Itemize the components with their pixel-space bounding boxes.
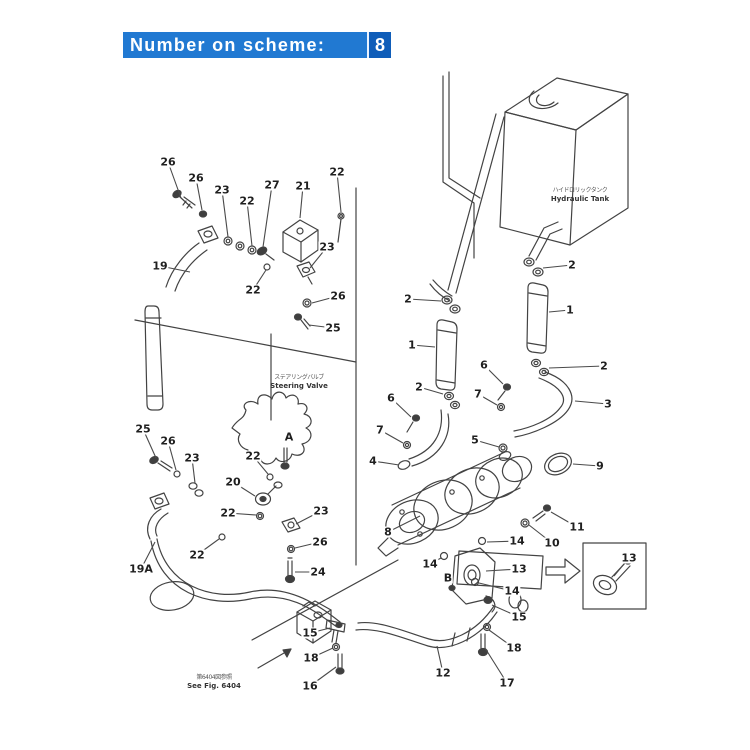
callout-22: 22 <box>219 506 237 520</box>
callout-16: 16 <box>301 679 319 693</box>
scheme-number-badge: 8 <box>367 32 391 58</box>
callout-13: 13 <box>620 551 638 565</box>
callout-26: 26 <box>329 289 347 303</box>
steering-valve-label-en: Steering Valve <box>270 381 328 390</box>
callout-15: 15 <box>301 626 319 640</box>
callout-2: 2 <box>599 359 609 373</box>
callout-20: 20 <box>224 475 242 489</box>
see-fig-label-en: See Fig. 6404 <box>187 681 241 690</box>
see-fig-label: 第6404図参照 See Fig. 6404 <box>187 674 241 690</box>
scheme-banner-label: Number on scheme: <box>130 34 326 55</box>
callout-22: 22 <box>244 283 262 297</box>
callout-1: 1 <box>407 338 417 352</box>
hydraulic-tank <box>442 71 629 294</box>
callout-9: 9 <box>595 459 605 473</box>
bracket-see-fig <box>257 600 332 669</box>
callout-21: 21 <box>294 179 312 193</box>
hydraulic-tank-label: ハイドロリックタンク Hydraulic Tank <box>551 187 609 203</box>
frame-lines <box>134 187 399 641</box>
callout-7: 7 <box>375 423 385 437</box>
callout-23: 23 <box>183 451 201 465</box>
reference-letter-B: B <box>442 571 454 585</box>
callout-26: 26 <box>159 155 177 169</box>
lower-right-fittings <box>355 595 498 657</box>
callout-26: 26 <box>311 535 329 549</box>
callout-12: 12 <box>434 666 452 680</box>
callout-14: 14 <box>508 534 526 548</box>
callout-14: 14 <box>421 557 439 571</box>
callout-22: 22 <box>188 548 206 562</box>
callout-18: 18 <box>505 641 523 655</box>
callout-13: 13 <box>510 562 528 576</box>
scheme-banner: Number on scheme: 8 <box>123 32 391 58</box>
callout-23: 23 <box>213 183 231 197</box>
callout-22: 22 <box>238 194 256 208</box>
callout-8: 8 <box>383 525 393 539</box>
callout-23: 23 <box>312 504 330 518</box>
steering-valve-label: ステアリングバルブ Steering Valve <box>270 374 328 390</box>
callout-2: 2 <box>567 258 577 272</box>
callout-3: 3 <box>603 397 613 411</box>
callout-19A: 19A <box>128 562 154 576</box>
callout-17: 17 <box>498 676 516 690</box>
pointer-arrow <box>545 558 581 584</box>
callout-6: 6 <box>479 358 489 372</box>
reference-letter-A: A <box>283 430 295 444</box>
hydraulic-tank-label-en: Hydraulic Tank <box>550 194 610 203</box>
callout-23: 23 <box>318 240 336 254</box>
see-fig-label-jp: 第6404図参照 <box>196 673 232 681</box>
callout-11: 11 <box>568 520 586 534</box>
steering-valve-label-jp: ステアリングバルブ <box>274 373 324 381</box>
callout-5: 5 <box>470 433 480 447</box>
callout-2: 2 <box>403 292 413 306</box>
callout-6: 6 <box>386 391 396 405</box>
callout-18: 18 <box>302 651 320 665</box>
right-hose-group <box>496 257 573 453</box>
callout-4: 4 <box>368 454 378 468</box>
lower-left-tee <box>325 619 346 675</box>
callout-26: 26 <box>187 171 205 185</box>
callout-26: 26 <box>159 434 177 448</box>
callout-25: 25 <box>134 422 152 436</box>
callout-25: 25 <box>324 321 342 335</box>
callout-19: 19 <box>151 259 169 273</box>
callout-24: 24 <box>309 565 327 579</box>
left-hose-group <box>397 279 461 470</box>
callout-10: 10 <box>543 536 561 550</box>
oring-and-bolt <box>520 452 572 528</box>
callout-14: 14 <box>503 584 521 598</box>
callout-15: 15 <box>510 610 528 624</box>
callout-1: 1 <box>565 303 575 317</box>
callout-22: 22 <box>328 165 346 179</box>
callout-2: 2 <box>414 380 424 394</box>
callout-22: 22 <box>244 449 262 463</box>
callout-27: 27 <box>263 178 281 192</box>
callout-7: 7 <box>473 387 483 401</box>
hydraulic-tank-label-jp: ハイドロリックタンク <box>552 186 608 194</box>
valve-block-13 <box>439 536 544 613</box>
